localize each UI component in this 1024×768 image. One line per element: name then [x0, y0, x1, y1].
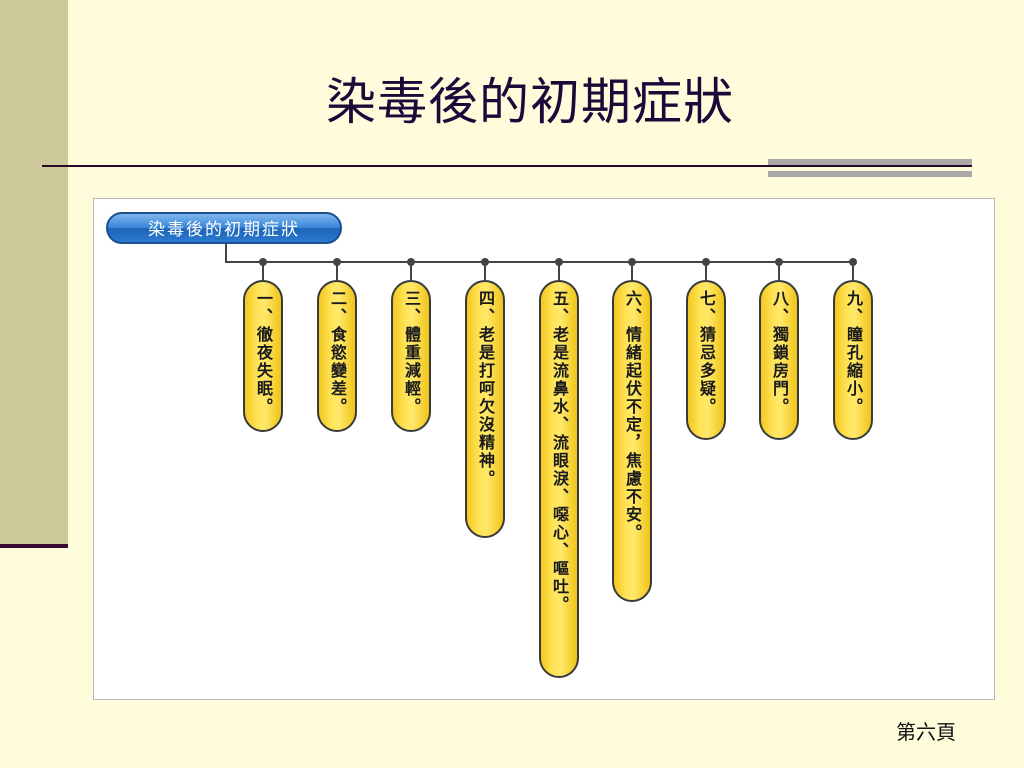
symptom-item: 三、體重減輕。	[391, 280, 431, 432]
symptom-item: 九、瞳孔縮小。	[833, 280, 873, 440]
divider-accent	[768, 159, 972, 177]
symptom-item: 七、猜忌多疑。	[686, 280, 726, 440]
diagram-root-node: 染毒後的初期症狀	[106, 212, 342, 244]
symptom-item: 四、老是打呵欠沒精神。	[465, 280, 505, 538]
title-divider	[42, 165, 972, 167]
connector-stem	[336, 262, 338, 280]
sidebar-accent-line	[0, 544, 68, 548]
symptom-item: 六、情緒起伏不定，焦慮不安。	[612, 280, 652, 602]
symptom-text: 一、徹夜失眠。	[254, 290, 273, 416]
symptom-text: 五、老是流鼻水、流眼淚、噁心、嘔吐。	[550, 290, 569, 614]
connector-stem	[484, 262, 486, 280]
connector-stem	[705, 262, 707, 280]
symptom-text: 八、獨鎖房門。	[770, 290, 789, 416]
symptom-text: 二、食慾變差。	[328, 290, 347, 416]
connector-stem	[778, 262, 780, 280]
symptom-item: 一、徹夜失眠。	[243, 280, 283, 432]
connector-stem	[631, 262, 633, 280]
symptom-item: 五、老是流鼻水、流眼淚、噁心、嘔吐。	[539, 280, 579, 678]
sidebar-decoration	[0, 0, 68, 548]
symptom-item: 二、食慾變差。	[317, 280, 357, 432]
connector-stem	[410, 262, 412, 280]
connector-stem	[852, 262, 854, 280]
symptom-text: 九、瞳孔縮小。	[844, 290, 863, 416]
symptom-text: 四、老是打呵欠沒精神。	[476, 290, 495, 488]
page-number: 第六頁	[896, 720, 956, 744]
symptom-text: 七、猜忌多疑。	[697, 290, 716, 416]
connector-stem	[558, 262, 560, 280]
symptom-item: 八、獨鎖房門。	[759, 280, 799, 440]
connector-stem	[262, 262, 264, 280]
slide-title: 染毒後的初期症狀	[326, 73, 734, 131]
symptom-text: 三、體重減輕。	[402, 290, 421, 416]
symptom-text: 六、情緒起伏不定，焦慮不安。	[623, 290, 642, 542]
